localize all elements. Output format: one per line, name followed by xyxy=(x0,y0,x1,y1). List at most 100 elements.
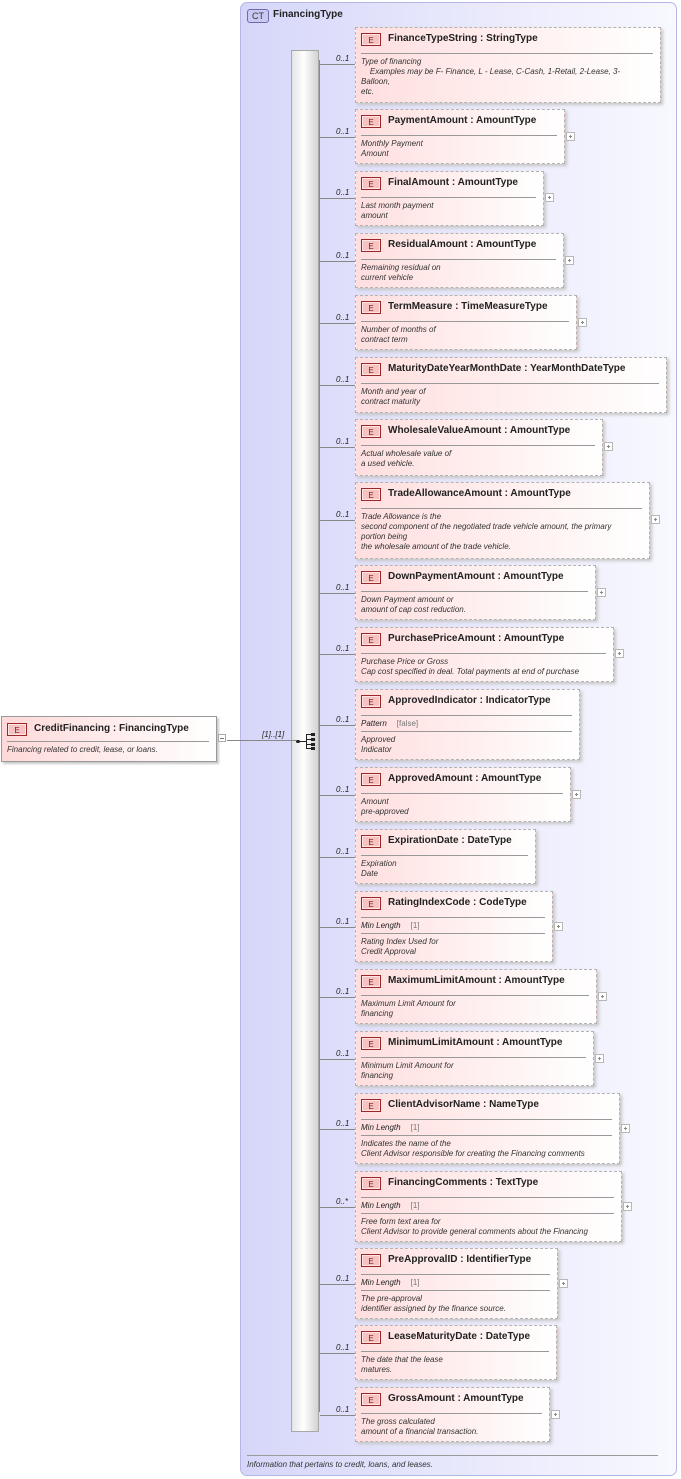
expand-plus-icon[interactable] xyxy=(566,132,575,141)
element-facet: Min Length[1] xyxy=(361,1278,420,1287)
element-badge: E xyxy=(361,571,381,584)
element-name[interactable]: TradeAllowanceAmount : AmountType xyxy=(388,488,571,499)
root-element-box[interactable]: E CreditFinancing : FinancingType Financ… xyxy=(1,716,217,762)
element-name[interactable]: RatingIndexCode : CodeType xyxy=(388,897,527,908)
element-name[interactable]: ClientAdvisorName : NameType xyxy=(388,1099,539,1110)
root-element-divider xyxy=(7,741,209,742)
element-multiplicity: 0..1 xyxy=(336,644,350,653)
expand-plus-icon[interactable] xyxy=(621,1124,630,1133)
element-divider xyxy=(361,591,588,592)
expand-plus-icon[interactable] xyxy=(551,1410,560,1419)
expand-plus-icon[interactable] xyxy=(578,318,587,327)
element-name[interactable]: PreApprovalID : IdentifierType xyxy=(388,1254,532,1265)
element-description: Rating Index Used for Credit Approval xyxy=(361,937,439,956)
element-name[interactable]: ExpirationDate : DateType xyxy=(388,835,512,846)
element-name[interactable]: FinancingComments : TextType xyxy=(388,1177,539,1188)
complex-type-name[interactable]: FinancingType xyxy=(273,9,343,20)
element-name[interactable]: WholesaleValueAmount : AmountType xyxy=(388,425,571,436)
element-name[interactable]: ResidualAmount : AmountType xyxy=(388,239,537,250)
element-badge: E xyxy=(361,177,381,190)
root-connector-line xyxy=(227,740,296,741)
root-element-name[interactable]: CreditFinancing : FinancingType xyxy=(34,723,189,734)
expand-plus-icon[interactable] xyxy=(597,588,606,597)
element-description: Monthly Payment Amount xyxy=(361,139,423,158)
element-description: Trade Allowance is the second component … xyxy=(361,512,612,551)
expand-plus-icon[interactable] xyxy=(651,515,660,524)
element-name[interactable]: PurchasePriceAmount : AmountType xyxy=(388,633,565,644)
element-description: Number of months of contract term xyxy=(361,325,436,344)
expand-plus-icon[interactable] xyxy=(623,1202,632,1211)
element-name[interactable]: TermMeasure : TimeMeasureType xyxy=(388,301,548,312)
element-multiplicity: 0..1 xyxy=(336,917,350,926)
facet-divider xyxy=(361,933,545,934)
element-badge: E xyxy=(361,1331,381,1344)
element-connector-line xyxy=(320,725,355,726)
element-badge: E xyxy=(361,695,381,708)
element-badge: E xyxy=(361,633,381,646)
element-facet: Pattern[false] xyxy=(361,719,418,728)
element-connector-line xyxy=(320,447,355,448)
element-description: Free form text area for Client Advisor t… xyxy=(361,1217,588,1236)
element-badge: E xyxy=(361,33,381,46)
element-multiplicity: 0..1 xyxy=(336,785,350,794)
expand-plus-icon[interactable] xyxy=(565,256,574,265)
element-name[interactable]: ApprovedIndicator : IndicatorType xyxy=(388,695,551,706)
element-name[interactable]: LeaseMaturityDate : DateType xyxy=(388,1331,531,1342)
expand-plus-icon[interactable] xyxy=(615,649,624,658)
expand-plus-icon[interactable] xyxy=(559,1279,568,1288)
element-badge: E xyxy=(361,239,381,252)
expand-plus-icon[interactable] xyxy=(604,442,613,451)
element-divider xyxy=(361,53,653,54)
element-name[interactable]: ApprovedAmount : AmountType xyxy=(388,773,542,784)
expand-plus-icon[interactable] xyxy=(595,1054,604,1063)
element-description: Last month payment amount xyxy=(361,201,434,220)
sequence-compositor-icon[interactable] xyxy=(296,733,318,750)
element-name[interactable]: MaximumLimitAmount : AmountType xyxy=(388,975,565,986)
element-divider xyxy=(361,135,557,136)
element-divider xyxy=(361,259,556,260)
element-connector-line xyxy=(320,857,355,858)
element-connector-line xyxy=(320,1129,355,1130)
expand-plus-icon[interactable] xyxy=(554,922,563,931)
element-name[interactable]: MinimumLimitAmount : AmountType xyxy=(388,1037,563,1048)
element-divider xyxy=(361,383,659,384)
collapse-toggle-icon[interactable] xyxy=(218,734,226,742)
element-multiplicity: 0..1 xyxy=(336,437,350,446)
element-name[interactable]: MaturityDateYearMonthDate : YearMonthDat… xyxy=(388,363,626,374)
element-multiplicity: 0..1 xyxy=(336,1119,350,1128)
expand-plus-icon[interactable] xyxy=(545,193,554,202)
element-name[interactable]: FinalAmount : AmountType xyxy=(388,177,518,188)
element-connector-line xyxy=(320,385,355,386)
element-name[interactable]: PaymentAmount : AmountType xyxy=(388,115,537,126)
element-multiplicity: 0..1 xyxy=(336,1049,350,1058)
element-name[interactable]: FinanceTypeString : StringType xyxy=(388,33,538,44)
element-description: Down Payment amount or amount of cap cos… xyxy=(361,595,466,614)
element-name[interactable]: GrossAmount : AmountType xyxy=(388,1393,524,1404)
element-divider xyxy=(361,855,528,856)
expand-plus-icon[interactable] xyxy=(598,992,607,1001)
expand-plus-icon[interactable] xyxy=(572,790,581,799)
element-name[interactable]: DownPaymentAmount : AmountType xyxy=(388,571,564,582)
element-divider xyxy=(361,793,563,794)
